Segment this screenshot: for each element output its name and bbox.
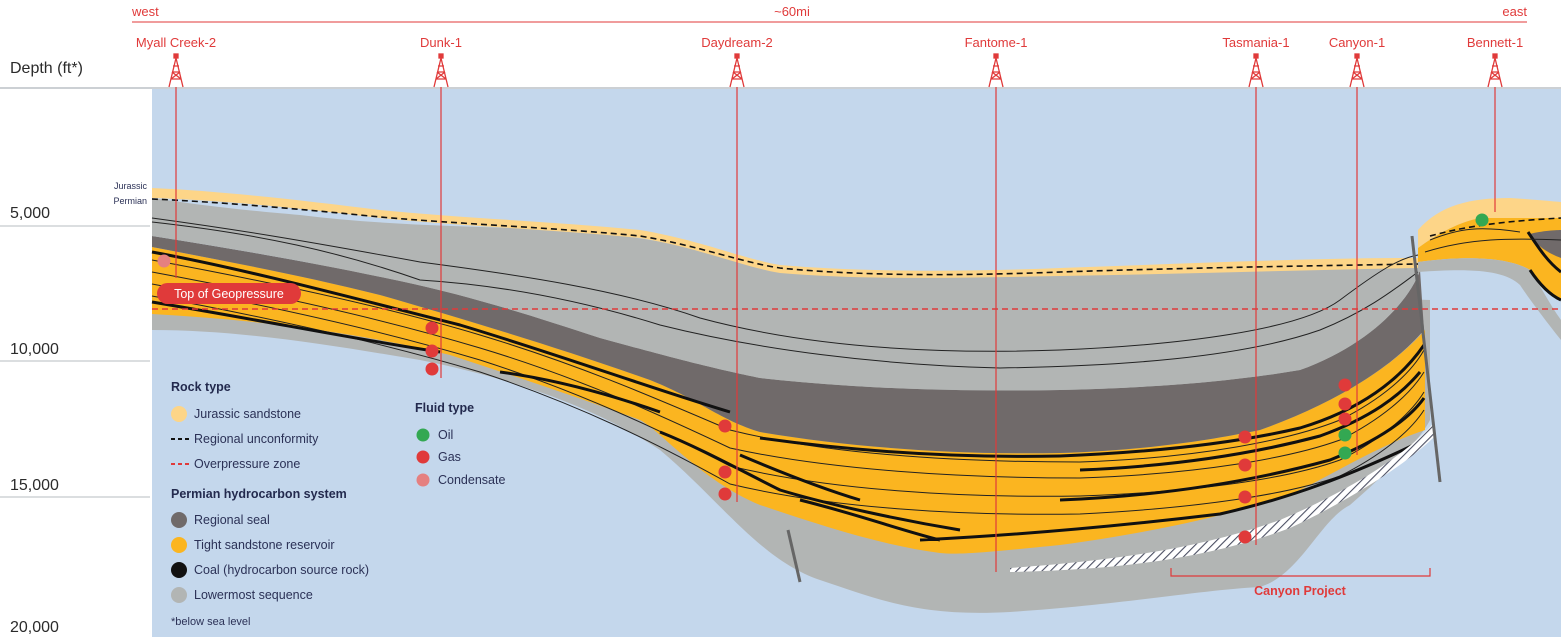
legend-item: Tight sandstone reservoir bbox=[194, 538, 335, 552]
legend-item: Gas bbox=[438, 450, 461, 464]
legend-item: Oil bbox=[438, 428, 453, 442]
condensate-swatch bbox=[416, 473, 430, 487]
legend-item: Regional unconformity bbox=[194, 432, 319, 446]
well-name: Bennett-1 bbox=[1467, 35, 1523, 50]
bracket-line bbox=[1170, 568, 1431, 577]
regional-seal-swatch bbox=[171, 512, 187, 528]
jurassic-sandstone-swatch bbox=[171, 406, 187, 422]
jurassic-sandstone-west bbox=[152, 188, 1418, 278]
west-label: west bbox=[131, 4, 159, 19]
gas-marker bbox=[425, 362, 439, 376]
lowermost-sequence-swatch bbox=[171, 587, 187, 603]
distance-label: ~60mi bbox=[774, 4, 810, 19]
east-block-jurassic bbox=[1418, 198, 1561, 248]
regional-unconformity bbox=[151, 198, 1419, 276]
gas-swatch bbox=[416, 450, 430, 464]
oil-swatch bbox=[416, 428, 430, 442]
depth-tick-label: 5,000 bbox=[10, 205, 50, 222]
jurassic-label: Jurassic bbox=[114, 181, 148, 191]
permian-label: Permian bbox=[113, 196, 147, 206]
canyon-project-bracket: Canyon Project bbox=[1170, 568, 1431, 598]
east-block-lines bbox=[1424, 228, 1561, 253]
gas-marker bbox=[718, 487, 732, 501]
canyon-project-label: Canyon Project bbox=[1254, 584, 1347, 598]
drilling-rig-icon bbox=[1487, 53, 1503, 88]
well-0: Myall Creek-2 bbox=[136, 35, 216, 278]
upper-grey-body bbox=[152, 198, 1420, 391]
minor-fault bbox=[786, 529, 802, 583]
depth-tick-label: 20,000 bbox=[10, 619, 59, 636]
well-6: Bennett-1 bbox=[1467, 35, 1523, 212]
drilling-rig-icon bbox=[988, 53, 1004, 88]
gas-marker bbox=[718, 465, 732, 479]
drilling-rig-icon bbox=[1248, 53, 1264, 88]
oil-marker bbox=[1475, 213, 1489, 227]
east-block-sandstone bbox=[1418, 218, 1561, 300]
regional-seal-body bbox=[152, 236, 1424, 454]
gas-marker bbox=[1338, 397, 1352, 411]
gas-marker bbox=[1238, 458, 1252, 472]
reservoir-bedding-lines bbox=[151, 259, 1425, 515]
legend-item: Jurassic sandstone bbox=[194, 407, 301, 421]
permian-system-title: Permian hydrocarbon system bbox=[171, 487, 347, 501]
well-2: Daydream-2 bbox=[701, 35, 773, 502]
east-block-base bbox=[1418, 258, 1561, 340]
depth-axis-title: Depth (ft*) bbox=[10, 60, 83, 77]
well-name: Daydream-2 bbox=[701, 35, 773, 50]
legend-item: Coal (hydrocarbon source rock) bbox=[194, 563, 369, 577]
footnote: *below sea level bbox=[171, 616, 251, 628]
well-5: Canyon-1 bbox=[1329, 35, 1385, 455]
gas-marker bbox=[425, 321, 439, 335]
gas-marker bbox=[1238, 530, 1252, 544]
depth-ticks: 5,000 10,000 15,000 20,000 bbox=[0, 205, 150, 636]
legend-item: Lowermost sequence bbox=[194, 588, 313, 602]
well-1: Dunk-1 bbox=[420, 35, 462, 378]
fluid-markers bbox=[157, 213, 1489, 544]
oil-marker bbox=[1338, 428, 1352, 442]
drilling-rig-icon bbox=[168, 53, 184, 88]
east-block-seal bbox=[1530, 230, 1561, 258]
rock-type-title: Rock type bbox=[171, 380, 231, 394]
depth-tick-label: 15,000 bbox=[10, 477, 59, 494]
condensate-marker bbox=[157, 254, 171, 268]
geopressure-pill bbox=[157, 283, 301, 304]
well-4: Tasmania-1 bbox=[1222, 35, 1290, 545]
drilling-rig-icon bbox=[433, 53, 449, 88]
well-name: Tasmania-1 bbox=[1222, 35, 1289, 50]
tight-sandstone-swatch bbox=[171, 537, 187, 553]
well-name: Dunk-1 bbox=[420, 35, 462, 50]
east-label: east bbox=[1502, 4, 1527, 19]
hatched-zone bbox=[1010, 425, 1436, 572]
well-name: Myall Creek-2 bbox=[136, 35, 216, 50]
coal-seams bbox=[151, 250, 1426, 542]
grey-horizon-lines bbox=[151, 217, 1419, 369]
top-of-geopressure-callout: Top of Geopressure bbox=[157, 283, 301, 304]
gas-marker bbox=[1338, 378, 1352, 392]
oil-marker bbox=[1338, 446, 1352, 460]
geopressure-label: Top of Geopressure bbox=[174, 287, 284, 301]
gas-marker bbox=[1238, 430, 1252, 444]
gas-marker bbox=[425, 344, 439, 358]
main-fault bbox=[1410, 235, 1442, 483]
fluid-type-title: Fluid type bbox=[415, 401, 474, 415]
well-name: Fantome-1 bbox=[965, 35, 1028, 50]
gas-marker bbox=[1238, 490, 1252, 504]
coal-swatch bbox=[171, 562, 187, 578]
legend-item: Overpressure zone bbox=[194, 457, 300, 471]
depth-tick-label: 10,000 bbox=[10, 341, 59, 358]
legend: Rock type Jurassic sandstone Regional un… bbox=[171, 380, 505, 628]
gas-marker bbox=[1338, 412, 1352, 426]
well-3: Fantome-1 bbox=[965, 35, 1028, 572]
east-block-coal bbox=[1526, 231, 1561, 302]
wells-layer: Myall Creek-2 Dunk-1 Daydream-2 Fantome-1 Ta… bbox=[136, 35, 1523, 572]
legend-item: Regional seal bbox=[194, 513, 270, 527]
drilling-rig-icon bbox=[1349, 53, 1365, 88]
well-name: Canyon-1 bbox=[1329, 35, 1385, 50]
gas-marker bbox=[718, 419, 732, 433]
legend-item: Condensate bbox=[438, 473, 505, 487]
drilling-rig-icon bbox=[729, 53, 745, 88]
